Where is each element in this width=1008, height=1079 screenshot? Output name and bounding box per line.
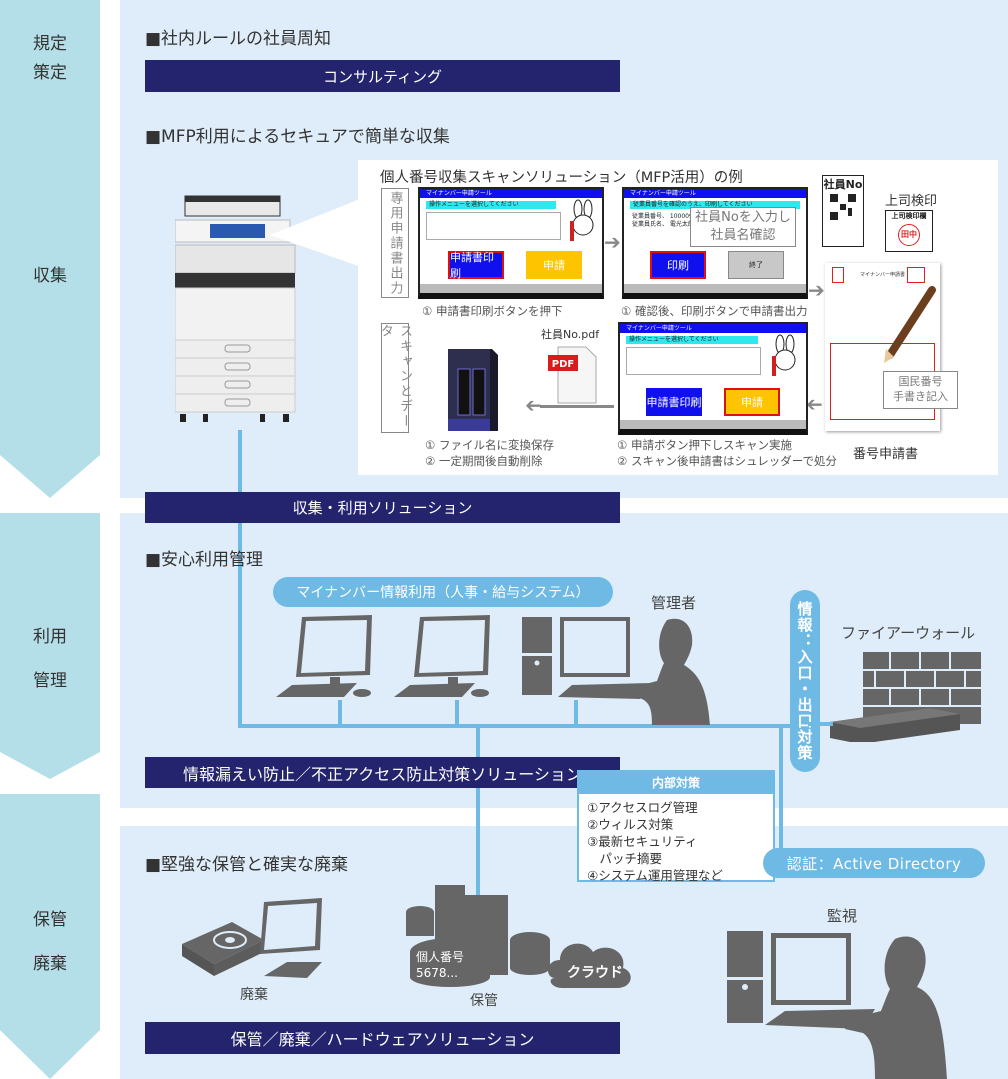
mynumber-usage-pill[interactable]: マイナンバー情報利用（人事・給与システム）: [273, 577, 613, 607]
phase-arrow-usage: [0, 513, 100, 779]
internal-measures-list: ①アクセスログ管理 ②ウィルス対策 ③最新セキュリティ パッチ摘要 ④システム運…: [579, 794, 773, 890]
phase-arrow-storage: [0, 794, 100, 1079]
firewall-icon: [830, 652, 981, 742]
nas-storage-icon: [448, 349, 498, 431]
handwrite-note: 国民番号 手書き記入: [883, 371, 958, 409]
disposal-label: 廃棄: [240, 987, 268, 1003]
overlay-employee-confirm: 社員Noを入力し 社員名確認: [690, 207, 796, 247]
arrow-left-form: ➔: [806, 392, 823, 416]
pc-icon: [394, 615, 490, 697]
admin-label: 管理者: [651, 594, 697, 612]
caption-screen-1: ① 申請書印刷ボタンを押下: [422, 304, 563, 318]
section-title-rules: ■社内ルールの社員周知: [145, 29, 332, 49]
firewall-label: ファイアーウォール: [841, 624, 976, 642]
monitor-label: 監視: [827, 907, 858, 925]
network-line-ad: [779, 724, 783, 849]
phase-label-usage: 利用 管理: [33, 627, 67, 692]
caption-screen-2: ① 確認後、印刷ボタンで申請書出力: [621, 304, 808, 318]
storage-disposal-bar[interactable]: 保管／廃棄／ハードウェアソリューション: [145, 1022, 620, 1054]
section-title-collection: ■MFP利用によるセキュアで簡単な収集: [145, 127, 450, 147]
collection-usage-bar[interactable]: 収集・利用ソリューション: [145, 492, 620, 523]
list-item: ①アクセスログ管理: [587, 800, 698, 815]
apply-button[interactable]: 申請: [526, 251, 582, 279]
pdf-filename: 社員No.pdf: [541, 328, 600, 341]
print-form-button-2[interactable]: 申請書印刷: [646, 388, 702, 416]
label-scan-data: スキャンとデータ: [378, 323, 412, 433]
monitoring-workstation-icon: [727, 931, 947, 1079]
caption-screen-3: ① 申請ボタン押下しスキャン実施 ② スキャン後申請書はシュレッダーで処分: [617, 438, 838, 469]
list-item: ②ウィルス対策: [587, 816, 674, 832]
caption-nas: ① ファイル名に変換保存 ② 一定期間後自動削除: [425, 438, 554, 469]
example-title: 個人番号収集スキャンソリューション（MFP活用）の例: [380, 170, 743, 186]
internal-measures-box: 内部対策 ①アクセスログ管理 ②ウィルス対策 ③最新セキュリティ パッチ摘要 ④…: [577, 770, 775, 883]
network-line-main: [238, 724, 808, 728]
mascot-rabbit-icon: [570, 199, 594, 241]
network-line-firewall: [808, 722, 833, 726]
screen-menu-1: マイナンバー申請ツール 操作メニューを選択してください 申請書印刷 申請: [418, 187, 604, 299]
mynumber-db-label: 個人番号 5678...: [416, 950, 465, 980]
end-button[interactable]: 終了: [728, 251, 784, 279]
mascot-rabbit-icon: [772, 334, 796, 376]
list-item: パッチ摘要: [587, 850, 663, 866]
supervisor-stamp-card: 上司検印欄 田中: [885, 210, 933, 252]
list-item: ③最新セキュリティ: [587, 833, 698, 849]
label-print-form: 専用申請書出力: [381, 188, 409, 298]
leak-prevention-bar[interactable]: 情報漏えい防止／不正アクセス防止対策ソリューション: [145, 757, 620, 788]
network-line-mfp: [238, 430, 242, 728]
phase-arrows: [0, 0, 100, 1079]
pc-icon: [276, 615, 372, 697]
arrow-right-2: ➔: [808, 278, 825, 302]
admin-workstation-icon: [522, 617, 710, 725]
cloud-label: クラウド: [567, 965, 623, 981]
network-line-storage: [476, 724, 480, 904]
phase-label-regulation: 規定 策定: [33, 34, 67, 83]
consulting-bar[interactable]: コンサルティング: [145, 60, 620, 92]
qr-code-icon: [828, 192, 858, 222]
form-caption: 番号申請書: [853, 447, 919, 462]
mfp-printer-icon: [175, 195, 296, 422]
supervisor-stamp-label: 上司検印: [885, 194, 938, 209]
arrow-right-1: ➔: [604, 230, 621, 254]
disposal-hdd-pc-icon: [182, 898, 322, 978]
print-form-button[interactable]: 申請書印刷: [448, 251, 504, 280]
screen-menu-2: マイナンバー申請ツール 操作メニューを選択してください 申請書印刷 申請: [618, 322, 808, 435]
storage-label: 保管: [470, 993, 498, 1009]
employee-no-card: 社員No: [822, 175, 864, 247]
phase-label-collection: 収集: [33, 266, 67, 286]
storage-servers-icon: [406, 885, 631, 988]
stamp-tanaka: 田中: [898, 224, 920, 246]
phase-arrow-planning: [0, 0, 100, 498]
section-title-usage: ■安心利用管理: [145, 550, 264, 570]
entrance-exit-measures-pill[interactable]: 情報：入口・出口対策: [790, 590, 820, 772]
print-button[interactable]: 印刷: [650, 251, 706, 279]
arrow-line-nas: [540, 405, 614, 408]
screen-spotlight: [270, 195, 370, 270]
list-item: ④システム運用管理など: [587, 867, 723, 883]
phase-label-storage: 保管 廃棄: [33, 910, 67, 975]
section-title-storage: ■堅強な保管と確実な廃棄: [145, 855, 349, 875]
active-directory-pill[interactable]: 認証：Active Directory: [763, 848, 985, 878]
internal-measures-header: 内部対策: [579, 772, 773, 794]
pdf-file-icon: PDF: [548, 346, 597, 404]
pencil-icon: [884, 286, 936, 363]
svg-text:PDF: PDF: [552, 359, 574, 370]
apply-button-2[interactable]: 申請: [724, 388, 780, 416]
